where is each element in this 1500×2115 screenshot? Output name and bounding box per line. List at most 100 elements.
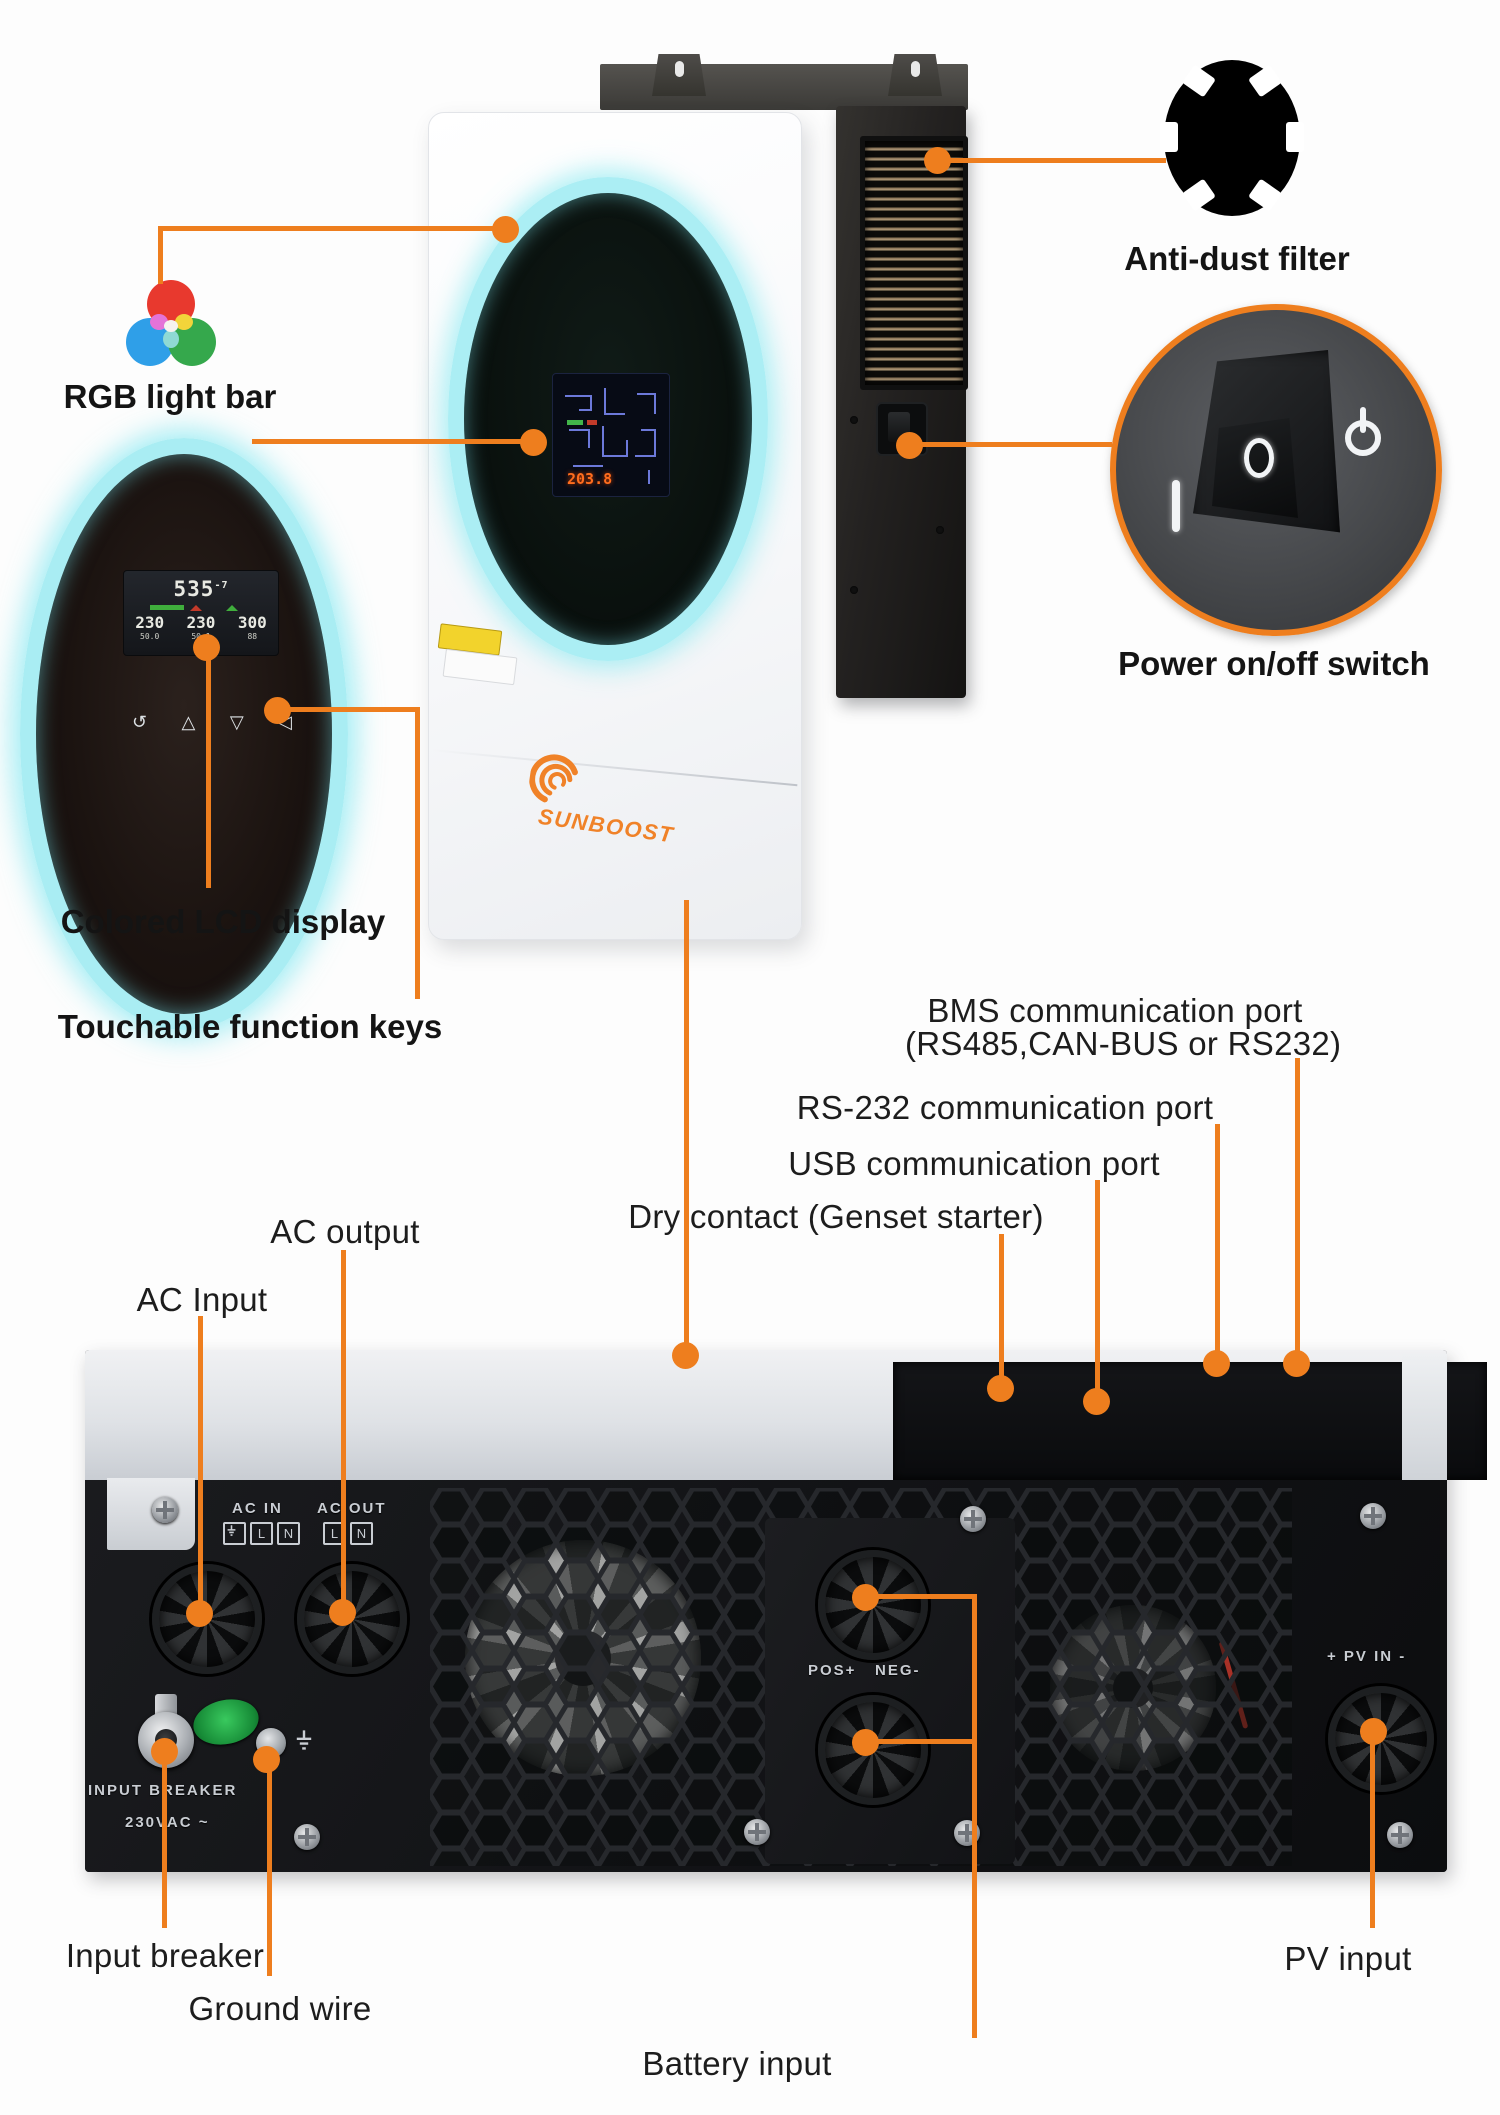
lcd-main-value: 535 [173, 577, 215, 601]
label-rgb-light-bar: RGB light bar [63, 378, 277, 415]
label-ground-wire: Ground wire [188, 1990, 372, 2027]
label-input-breaker: Input breaker [65, 1937, 265, 1974]
lcd-main-row: 535-7 [124, 577, 278, 601]
n-marking: N [350, 1522, 373, 1545]
leader-antidust [944, 158, 1166, 163]
leader-lcd-label-drop [206, 652, 211, 888]
sun-swoosh-icon [529, 754, 578, 803]
label-rs232: RS-232 communication port [796, 1089, 1214, 1126]
leader-lcd-link [252, 439, 534, 444]
switch-on-marking [1172, 480, 1180, 532]
dot-battery-pos [852, 1584, 879, 1611]
label-bms-line2: (RS485,CAN-BUS or RS232) [905, 1025, 1342, 1062]
rgb-circles-icon [126, 280, 216, 372]
lcd-status-bars [150, 605, 250, 611]
neg-marking: NEG- [875, 1662, 921, 1679]
leader-keys-drop [415, 707, 420, 999]
dot-dry-contact [987, 1375, 1014, 1402]
leader-rgb [160, 226, 506, 231]
dot-power-switch [896, 432, 923, 459]
leader-dry-contact [999, 1234, 1004, 1389]
ground-icon [223, 1522, 246, 1545]
screw-icon [152, 1497, 178, 1523]
dot-rgb-ring [492, 216, 519, 243]
label-colored-lcd: Colored LCD display [60, 903, 386, 940]
anti-dust-filter-icon [1160, 60, 1304, 216]
brand-logo-text: SUNBOOST [536, 803, 676, 848]
ac-input-port [152, 1564, 262, 1674]
power-symbol-icon [1345, 407, 1381, 456]
leader-power [916, 442, 1112, 447]
communication-board: NC C NO USB COM BMS [893, 1362, 1487, 1480]
label-function-keys: Touchable function keys [57, 1008, 443, 1045]
front-lcd-screen: 203.8 [552, 373, 670, 497]
screw-icon [1360, 1503, 1386, 1529]
dot-rs232 [1203, 1350, 1230, 1377]
label-battery-input: Battery input [642, 2045, 832, 2082]
leader-bottom-view [684, 900, 689, 1356]
dot-front-lcd [520, 429, 547, 456]
input-breaker-marking1: INPUT BREAKER [88, 1782, 238, 1799]
screw-icon [850, 586, 858, 594]
leader-ground [267, 1764, 272, 1976]
pv-in-marking: + PV IN - [1327, 1648, 1407, 1665]
power-key-icon: ↺ [132, 712, 148, 732]
input-breaker-marking2: 230VAC ~ [125, 1814, 210, 1831]
pos-marking: POS+ [808, 1662, 857, 1679]
leader-keys [283, 707, 420, 712]
dot-ground [253, 1746, 280, 1773]
n-marking: N [277, 1522, 300, 1545]
front-lcd-value: 203.8 [567, 470, 613, 488]
dot-bottom-view [672, 1342, 699, 1369]
screw-icon [294, 1824, 320, 1850]
label-anti-dust-filter: Anti-dust filter [1124, 240, 1350, 277]
screw-icon [744, 1819, 770, 1845]
ac-output-port [297, 1564, 407, 1674]
screw-icon [1387, 1822, 1413, 1848]
leader-ac-input [198, 1316, 203, 1614]
leader-battery-pos [874, 1594, 977, 1599]
label-ac-input: AC Input [136, 1281, 268, 1318]
lcd-v3: 300 [237, 613, 267, 632]
leader-battery-neg [874, 1739, 977, 1744]
label-usb: USB communication port [788, 1145, 1160, 1182]
dot-usb [1083, 1388, 1110, 1415]
label-dry-contact: Dry contact (Genset starter) [628, 1198, 1044, 1235]
lcd-main-sup: -7 [214, 580, 229, 591]
switch-off-marking [1244, 438, 1274, 478]
label-pv-input: PV input [1284, 1940, 1412, 1977]
lcd-v2: 230 [186, 613, 216, 632]
rgb-light-ring: 203.8 [448, 177, 768, 661]
lcd-v1: 230 [135, 613, 165, 632]
power-switch-inset [1110, 304, 1442, 636]
leader-ac-output [341, 1250, 346, 1613]
dot-inset-lcd [193, 634, 220, 661]
dot-battery-neg [852, 1729, 879, 1756]
hanger-tab-icon [888, 54, 942, 96]
leader-rgb-drop [158, 226, 163, 284]
dot-antidust [924, 147, 951, 174]
dot-pv [1360, 1718, 1387, 1745]
l-marking: L [250, 1522, 273, 1545]
leader-breaker [162, 1758, 167, 1928]
lcd-v1-sub: 50.0 [140, 632, 160, 641]
inverter-side-view [836, 106, 968, 698]
leader-usb [1095, 1180, 1100, 1402]
dot-bms [1283, 1350, 1310, 1377]
spec-sticker [442, 648, 518, 686]
label-ac-output: AC output [270, 1213, 420, 1250]
screw-icon [960, 1506, 986, 1532]
dot-breaker [151, 1738, 178, 1765]
rear-corner [1402, 1354, 1447, 1480]
label-power-switch: Power on/off switch [1118, 645, 1430, 682]
anti-dust-vent [860, 136, 968, 390]
screw-icon [850, 416, 858, 424]
ac-in-marking: AC IN [232, 1500, 283, 1517]
label-bms-line1: BMS communication port [927, 992, 1303, 1029]
dot-function-keys [264, 697, 291, 724]
leader-battery-drop [972, 1594, 977, 2038]
ac-out-marking: AC OUT [317, 1500, 387, 1517]
